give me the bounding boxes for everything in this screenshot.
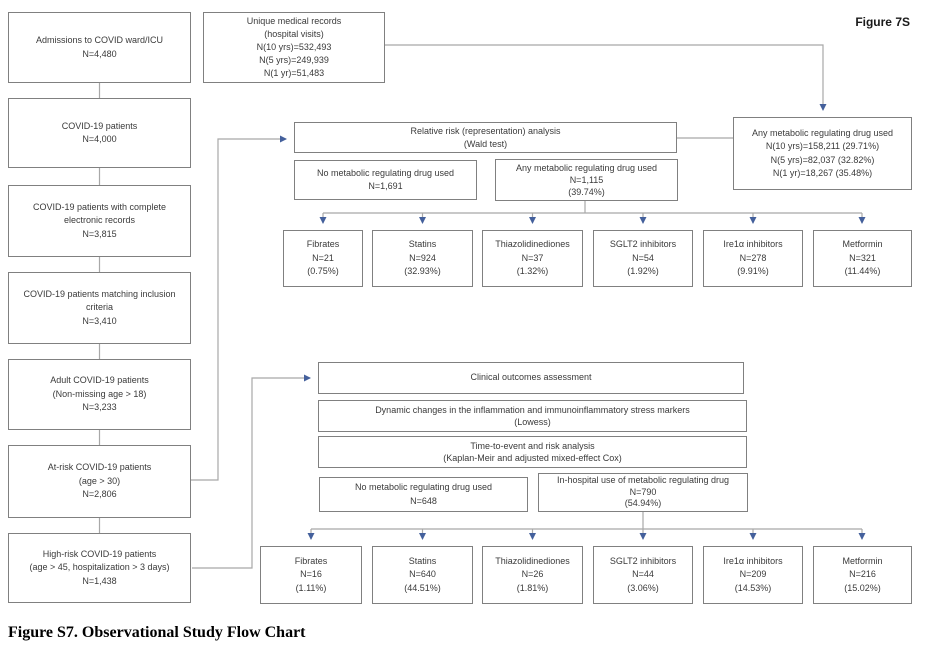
unique-medical-records-box: Unique medical records (hospital visits)… bbox=[203, 12, 385, 83]
outcomes-drug-box-fibrates: Fibrates N=16 (1.11%) bbox=[260, 546, 362, 604]
figure-caption: Figure S7. Observational Study Flow Char… bbox=[8, 624, 306, 641]
cohort-box-covid-patients: COVID-19 patients N=4,000 bbox=[8, 98, 191, 168]
cohort-box-admissions: Admissions to COVID ward/ICU N=4,480 bbox=[8, 12, 191, 83]
cohort-box-complete-records: COVID-19 patients with complete electron… bbox=[8, 185, 191, 257]
figure-label: Figure 7S bbox=[855, 15, 910, 29]
outcomes-step-dynamic-changes: Dynamic changes in the inflammation and … bbox=[318, 400, 747, 432]
population-any-drug-box: Any metabolic regulating drug used N(10 … bbox=[733, 117, 912, 190]
rr-any-drug-box: Any metabolic regulating drug used N=1,1… bbox=[495, 159, 678, 201]
outcomes-drug-box-metformin: Metformin N=216 (15.02%) bbox=[813, 546, 912, 604]
outcomes-no-drug-box: No metabolic regulating drug used N=648 bbox=[319, 477, 528, 512]
relative-risk-analysis-box: Relative risk (representation) analysis … bbox=[294, 122, 677, 153]
outcomes-drug-box-thiazolidinediones: Thiazolidinediones N=26 (1.81%) bbox=[482, 546, 583, 604]
outcomes-step-clinical: Clinical outcomes assessment bbox=[318, 362, 744, 394]
outcomes-drug-box-statins: Statins N=640 (44.51%) bbox=[372, 546, 473, 604]
rr-drug-box-sglt2-inhibitors: SGLT2 inhibitors N=54 (1.92%) bbox=[593, 230, 693, 287]
cohort-box-inclusion-criteria: COVID-19 patients matching inclusion cri… bbox=[8, 272, 191, 344]
outcomes-drug-box-sglt2-inhibitors: SGLT2 inhibitors N=44 (3.06%) bbox=[593, 546, 693, 604]
cohort-box-adult-patients: Adult COVID-19 patients (Non-missing age… bbox=[8, 359, 191, 430]
rr-drug-box-fibrates: Fibrates N=21 (0.75%) bbox=[283, 230, 363, 287]
rr-no-drug-box: No metabolic regulating drug used N=1,69… bbox=[294, 160, 477, 200]
rr-drug-box-metformin: Metformin N=321 (11.44%) bbox=[813, 230, 912, 287]
cohort-box-high-risk: High-risk COVID-19 patients (age > 45, h… bbox=[8, 533, 191, 603]
rr-drug-box-ire1a-inhibitors: Ire1α inhibitors N=278 (9.91%) bbox=[703, 230, 803, 287]
cohort-box-at-risk: At-risk COVID-19 patients (age > 30) N=2… bbox=[8, 445, 191, 518]
outcomes-step-time-to-event: Time-to-event and risk analysis (Kaplan-… bbox=[318, 436, 747, 468]
rr-drug-box-thiazolidinediones: Thiazolidinediones N=37 (1.32%) bbox=[482, 230, 583, 287]
outcomes-in-hospital-box: In-hospital use of metabolic regulating … bbox=[538, 473, 748, 512]
rr-drug-box-statins: Statins N=924 (32.93%) bbox=[372, 230, 473, 287]
outcomes-drug-box-ire1a-inhibitors: Ire1α inhibitors N=209 (14.53%) bbox=[703, 546, 803, 604]
